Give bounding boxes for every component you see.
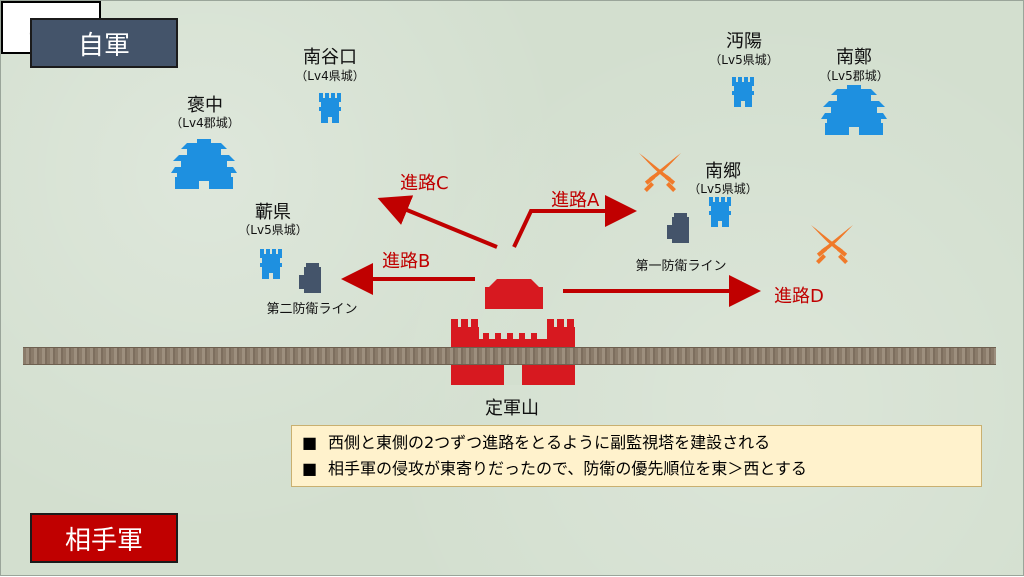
crossed-swords-icon (639, 153, 681, 192)
route-c-arrow (377, 195, 498, 249)
route-b-label: 進路B (382, 251, 431, 272)
second-defense-line-label: 第二防衛ライン (266, 302, 358, 317)
nantei-sub: （Lv5郡城） (819, 69, 889, 83)
kiken-castle-icon (260, 249, 282, 279)
route-a-label: 進路A (551, 190, 600, 211)
notes-box: ■ 西側と東側の2つずつ進路をとるように副監視塔を建設される ■ 相手軍の侵攻が東寄… (291, 425, 982, 487)
route-a-arrow (512, 195, 637, 248)
benyou-name: 沔陽 (726, 31, 762, 52)
crossed-swords-icon (811, 225, 853, 264)
watchtower-icon (485, 279, 543, 309)
note-line: ■ 西側と東側の2つずつ進路をとるように副監視塔を建設される (302, 430, 971, 456)
enemy-label: 相手軍 (30, 513, 178, 563)
nankokou-sub: （Lv4県城） (295, 69, 365, 83)
hochu-castle-icon (171, 139, 237, 189)
note-text-2: 相手軍の侵攻が東寄りだったので、防衛の優先順位を東＞西とする (328, 459, 807, 478)
road (23, 347, 996, 365)
hochu-name: 褒中 (187, 95, 223, 116)
nankokou-name: 南谷口 (303, 47, 357, 68)
benyou-sub: （Lv5県城） (709, 53, 779, 67)
route-c-label: 進路C (400, 173, 449, 194)
route-d-label: 進路D (774, 286, 824, 307)
first-defense-line-label: 第一防衛ライン (635, 259, 727, 274)
nankyo-castle-icon (709, 197, 731, 227)
ally-label: 自軍 (30, 18, 178, 68)
benyou-castle-icon (732, 77, 754, 107)
second-defense-tower-icon (299, 263, 321, 293)
teigunzan-name: 定軍山 (485, 398, 539, 419)
note-line: ■ 相手軍の侵攻が東寄りだったので、防衛の優先順位を東＞西とする (302, 456, 971, 482)
bullet-icon: ■ (302, 433, 318, 452)
hochu-sub: （Lv4郡城） (170, 116, 240, 130)
kiken-sub: （Lv5県城） (238, 223, 308, 237)
first-defense-tower-icon (667, 213, 689, 243)
nankokou-castle-icon (319, 93, 341, 123)
kiken-name: 蘄県 (255, 202, 291, 223)
nankyo-sub: （Lv5県城） (688, 182, 758, 196)
nantei-name: 南鄭 (836, 47, 872, 68)
note-text-1: 西側と東側の2つずつ進路をとるように副監視塔を建設される (328, 433, 771, 452)
nankyo-name: 南郷 (705, 161, 741, 182)
bullet-icon: ■ (302, 459, 318, 478)
nantei-castle-icon (821, 85, 887, 135)
